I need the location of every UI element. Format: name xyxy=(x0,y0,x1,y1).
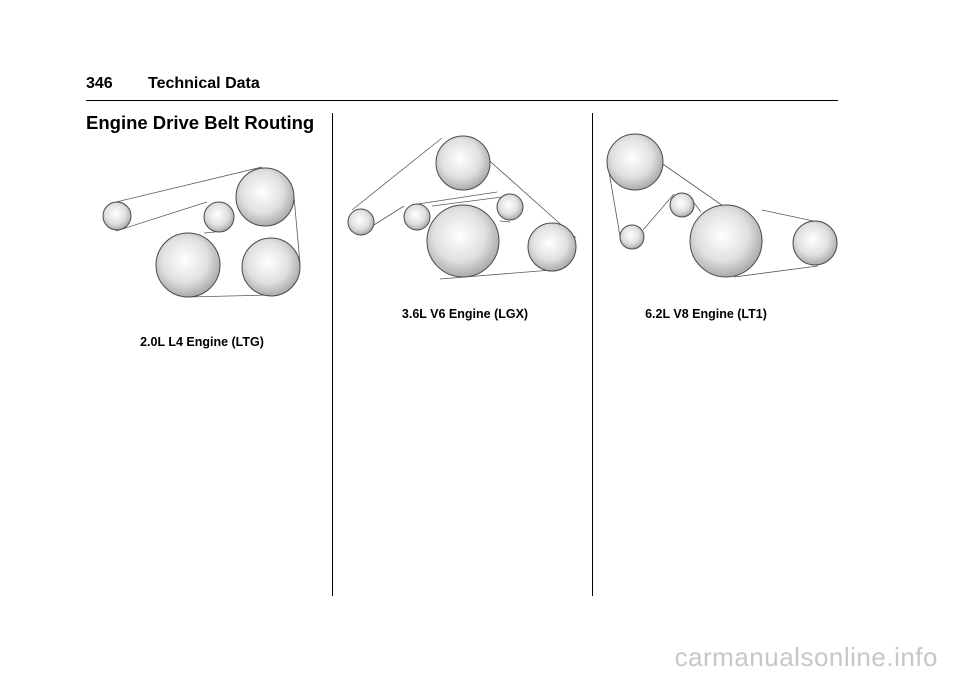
pulley-idler-low xyxy=(619,224,645,250)
belt-diagram-l4-ltg xyxy=(102,166,301,298)
pulley-bottom-right xyxy=(527,222,577,272)
pulley-idler-left xyxy=(403,203,431,231)
page-number: 346 xyxy=(86,75,113,92)
pulley-crankshaft xyxy=(689,204,763,278)
header-section-name: Technical Data xyxy=(148,75,260,92)
pulley-top-right xyxy=(235,167,295,227)
page-header: 346 Technical Data xyxy=(86,74,838,101)
column-divider-left xyxy=(332,113,333,596)
pulley-idler xyxy=(203,201,235,233)
caption-l4-ltg: 2.0L L4 Engine (LTG) xyxy=(140,335,264,349)
drive-belt xyxy=(115,166,301,298)
pulley-idler-right xyxy=(496,193,524,221)
pulley-top-left xyxy=(606,133,664,191)
caption-v8-lt1: 6.2L V8 Engine (LT1) xyxy=(645,307,767,321)
belt-diagram-v6-lgx xyxy=(347,135,577,280)
watermark: carmanualsonline.info xyxy=(674,642,938,672)
pulley-right xyxy=(792,220,838,266)
column-divider-right xyxy=(592,113,593,596)
section-title: Engine Drive Belt Routing xyxy=(86,112,315,133)
belt-diagram-v8-lt1 xyxy=(606,133,838,278)
pulley-idler-high xyxy=(669,192,695,218)
pulley-crankshaft xyxy=(155,232,221,298)
pulley-top xyxy=(435,135,491,191)
pulley-crankshaft xyxy=(426,204,500,278)
pulley-left xyxy=(347,208,375,236)
pulley-small-left xyxy=(102,201,132,231)
pulley-bottom-right xyxy=(241,237,301,297)
drive-belt xyxy=(607,159,819,278)
caption-v6-lgx: 3.6L V6 Engine (LGX) xyxy=(401,307,529,321)
